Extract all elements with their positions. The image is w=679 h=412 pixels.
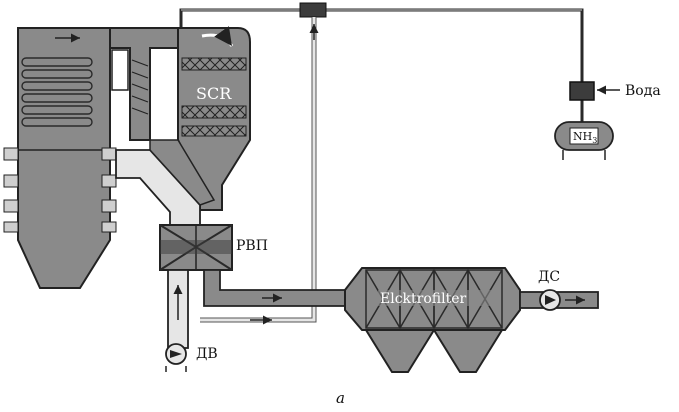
dv-label: ДВ xyxy=(196,346,218,362)
electrofilter: Elcktrofilter xyxy=(344,267,521,373)
ammonia-injection-line xyxy=(179,2,584,122)
dv-fan: ДВ xyxy=(165,343,218,372)
injection-return-line xyxy=(200,17,319,323)
air-intake-duct xyxy=(167,269,189,349)
water-label: Вода xyxy=(625,83,661,99)
boiler xyxy=(3,27,117,289)
nh3-tank: NH3 xyxy=(554,121,614,160)
rvp-label: РВП xyxy=(236,238,268,254)
figure-caption: а xyxy=(336,389,345,407)
scr-label: SCR xyxy=(196,84,232,103)
nh3-label: NH3 xyxy=(573,130,597,145)
ds-fan: ДС xyxy=(538,269,561,311)
mixer-box xyxy=(299,2,327,18)
rvp-preheater: РВП xyxy=(159,224,268,271)
electrofilter-label: Elcktrofilter xyxy=(380,291,466,307)
water-mixer: Вода xyxy=(569,81,661,101)
ds-label: ДС xyxy=(538,269,560,285)
top-ducting xyxy=(109,27,179,141)
scr-reactor: SCR xyxy=(177,26,251,211)
